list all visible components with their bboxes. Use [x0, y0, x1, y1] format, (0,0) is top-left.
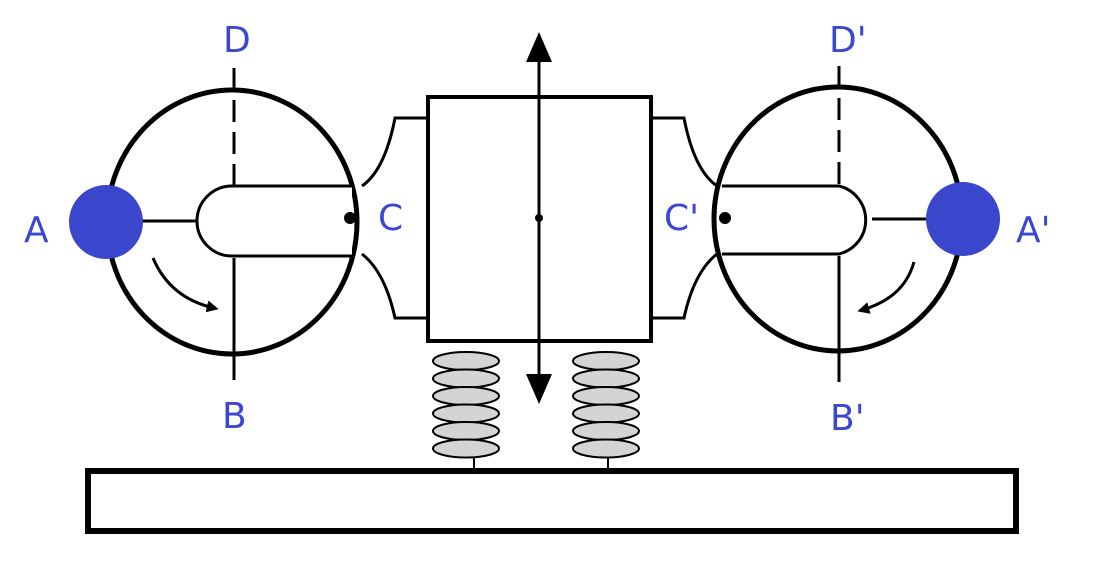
spring-coil [432, 403, 500, 424]
rotation-left-icon [151, 257, 219, 313]
label-a: A [24, 210, 49, 251]
right-rotor [711, 66, 1000, 382]
left-spring [432, 351, 500, 471]
left-rotor [69, 68, 360, 380]
right-weight [926, 182, 1000, 256]
right-spring [572, 351, 640, 471]
label-c-prime: C' [664, 198, 699, 239]
label-d-prime: D' [829, 20, 867, 61]
spring-coil [432, 421, 500, 441]
rotation-right-icon [857, 261, 916, 314]
label-a-prime: A' [1016, 210, 1051, 251]
spring-coil [432, 438, 500, 459]
spring-coil [572, 438, 640, 459]
right-bracket [651, 116, 718, 320]
spring-coil [572, 403, 640, 424]
label-b: B [222, 396, 247, 437]
label-d: D [223, 20, 251, 61]
left-bracket [361, 116, 428, 320]
spring-coil [432, 368, 500, 389]
left-pivot-dot [344, 212, 356, 224]
spring-coil [572, 386, 640, 406]
vibration-icon [526, 32, 552, 404]
left-arm [195, 184, 352, 258]
base-platform [85, 468, 1019, 534]
left-weight [69, 185, 143, 259]
label-c: C [378, 198, 403, 239]
spring-coil [572, 351, 640, 371]
right-pivot-dot [719, 212, 731, 224]
spring-coil [432, 351, 500, 371]
spring-coil [432, 386, 500, 406]
spring-coil [572, 421, 640, 441]
right-arm [722, 184, 868, 256]
spring-coil [572, 368, 640, 389]
label-b-prime: B' [830, 398, 865, 439]
